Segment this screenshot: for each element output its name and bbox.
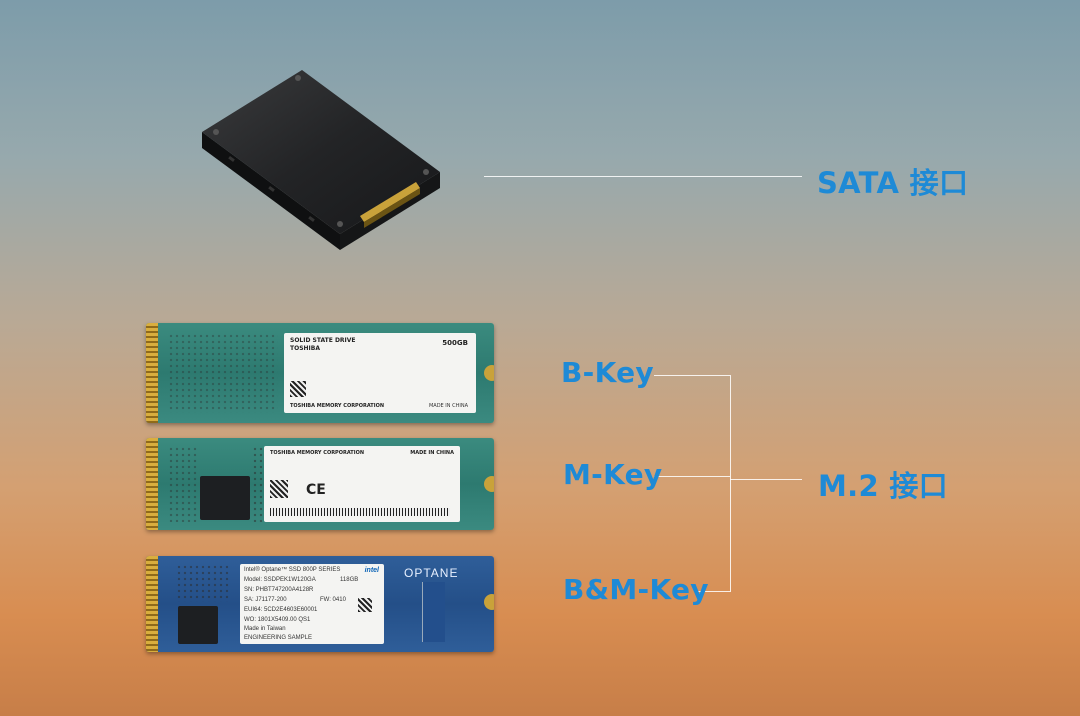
optane-side-text: OPTANE [404,566,459,580]
controller-chip [200,476,250,520]
gold-contacts [146,323,158,423]
m-key-label: M-Key [563,458,663,491]
label-line8: ENGINEERING SAMPLE [244,635,313,641]
label-title: SOLID STATE DRIVE [290,337,356,344]
m-key-line [654,476,730,477]
label-brand: TOSHIBA [290,345,320,352]
optane-heatsink [422,582,445,642]
b-key-label: B-Key [561,356,654,389]
pcb-traces [168,333,278,413]
intel-logo: intel [364,567,379,574]
label-capacity: 500GB [442,339,468,347]
pcb-components [176,564,230,602]
controller-chip [178,606,218,644]
sata-connector-line [484,176,802,177]
sata-ssd-image [202,70,440,250]
ssd-label: SOLID STATE DRIVE TOSHIBA 500GB TOSHIBA … [284,333,476,413]
m2-board-bm-key: Intel® Optane™ SSD 800P SERIES intel Mod… [146,556,494,652]
label-line5: EUI64: 5CD2E4603E60001 [244,607,318,613]
label-line2: Model: SSDPEK1W120GA [244,577,316,583]
label-footer: TOSHIBA MEMORY CORPORATION [290,403,385,409]
label-origin: MADE IN CHINA [410,450,454,456]
label-line4b: FW: 0410 [320,597,346,603]
barcode [270,508,450,516]
gold-contacts [146,556,158,652]
mounting-notch [484,594,494,610]
qr-code [270,480,288,498]
label-line6: WO: 1801X5409.00 QS1 [244,617,311,623]
gold-contacts [146,438,158,530]
label-line3: SN: PHBT747200A4128R [244,587,314,593]
m2-interface-label: M.2 接口 [818,469,948,503]
mounting-notch [484,365,494,381]
pcb-traces [168,446,198,522]
label-line4a: SA: J71177-200 [244,597,287,603]
ce-mark-icon: CE [306,482,326,498]
bm-key-line [698,591,730,592]
qr-code [290,381,306,397]
bm-key-label: B&M-Key [563,573,709,606]
mounting-notch [484,476,494,492]
m2-connector-line [730,479,802,480]
qr-code [358,598,372,612]
ssd-label: TOSHIBA MEMORY CORPORATION MADE IN CHINA… [264,446,460,522]
m2-board-b-key: SOLID STATE DRIVE TOSHIBA 500GB TOSHIBA … [146,323,494,423]
ssd-label: Intel® Optane™ SSD 800P SERIES intel Mod… [240,564,384,644]
m2-bracket-line [730,375,731,592]
m2-board-m-key: TOSHIBA MEMORY CORPORATION MADE IN CHINA… [146,438,494,530]
sata-interface-label: SATA 接口 [817,166,969,200]
label-line1: Intel® Optane™ SSD 800P SERIES [244,567,341,573]
label-header: TOSHIBA MEMORY CORPORATION [270,450,365,456]
b-key-line [654,375,730,376]
label-capacity: 118GB [340,577,359,583]
label-origin: MADE IN CHINA [428,403,468,409]
label-line7: Made in Taiwan [244,626,286,632]
